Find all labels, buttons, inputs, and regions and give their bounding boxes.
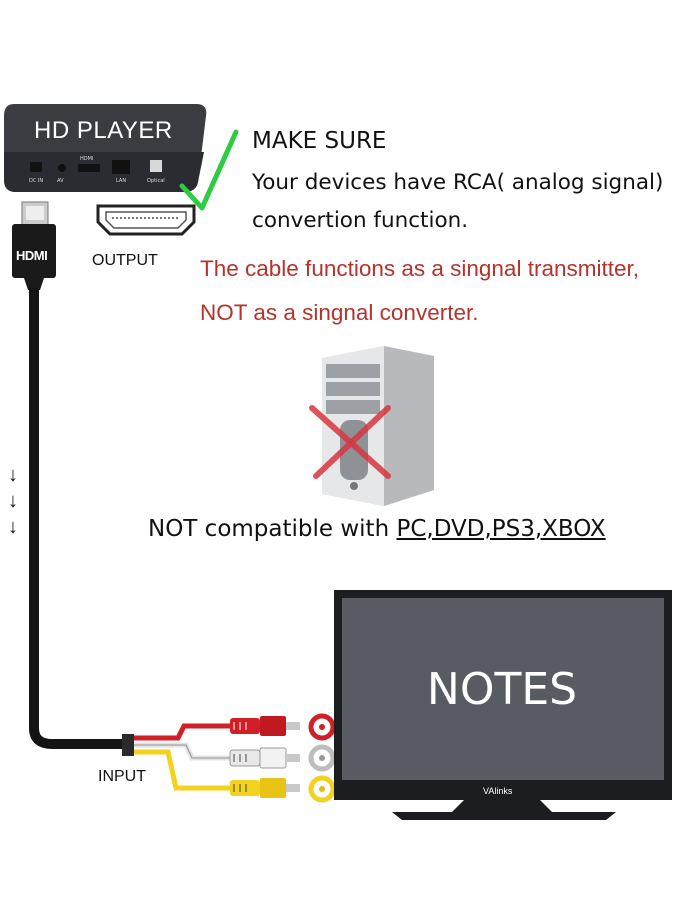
warning-line-1: The cable functions as a singnal transmi… — [200, 256, 639, 281]
output-label: OUTPUT — [92, 252, 158, 269]
tv-screen-text: NOTES — [426, 664, 578, 715]
rca-jack-yellow-icon — [308, 775, 336, 803]
rca-jack-white-icon — [308, 744, 336, 772]
port-label-hdmi: HDMI — [80, 156, 94, 162]
av-port — [58, 164, 66, 172]
port-label-lan: LAN — [116, 178, 127, 184]
hdmi-plug-icon — [12, 201, 56, 290]
tv-icon — [334, 590, 672, 820]
make-sure-line-1: Your devices have RCA( analog signal) — [252, 170, 664, 195]
hdmi-cable — [29, 288, 126, 749]
tv-brand: VAlinks — [483, 786, 513, 796]
compatibility-note: NOT compatible with PC,DVD,PS3,XBOX — [148, 516, 606, 542]
rca-plug-white-icon — [229, 747, 300, 769]
computer-tower-icon — [322, 346, 434, 506]
compatibility-devices: PC,DVD,PS3,XBOX — [396, 516, 606, 542]
cross-icon — [309, 405, 391, 479]
hdmi-port — [78, 164, 100, 172]
lan-port — [112, 160, 130, 174]
check-icon — [179, 129, 239, 211]
rca-jack-red-icon — [308, 713, 336, 741]
player-title: HD PLAYER — [34, 117, 173, 144]
rca-cable-red — [134, 723, 240, 741]
port-label-dc-in: DC IN — [29, 178, 44, 184]
hd-player-device — [4, 104, 207, 192]
optical-port — [150, 160, 162, 172]
make-sure-heading: MAKE SURE — [252, 128, 387, 154]
down-arrows: ↓ ↓ ↓ — [8, 464, 18, 538]
rca-cable-yellow — [134, 749, 240, 791]
hdmi-plug-label: HDMI — [16, 248, 48, 263]
input-label: INPUT — [98, 768, 146, 785]
rca-plug-yellow-icon — [230, 778, 300, 798]
rca-plug-red-icon — [230, 716, 300, 736]
port-label-av: AV — [57, 178, 64, 184]
cable-splitter — [122, 734, 134, 756]
warning-line-2: NOT as a singnal converter. — [200, 300, 479, 325]
dc-in-port — [30, 162, 42, 172]
port-label-optical: Optical — [147, 178, 165, 184]
make-sure-line-2: convertion function. — [252, 208, 469, 233]
compatibility-prefix: NOT compatible with — [148, 516, 397, 542]
hdmi-output-port-icon — [96, 204, 196, 236]
